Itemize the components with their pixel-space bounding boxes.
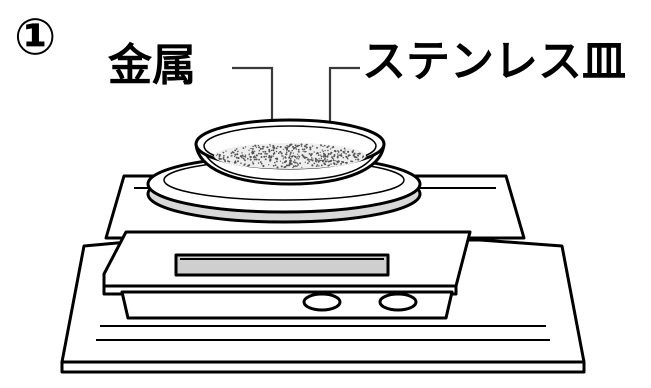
metal-powder	[214, 143, 366, 169]
step-number: ①	[14, 8, 56, 66]
metal-label: 金属	[107, 40, 196, 91]
tare-button[interactable]	[302, 292, 342, 312]
power-button[interactable]	[378, 292, 418, 312]
stainless-dish-label: ステンレス皿	[362, 36, 626, 87]
dish-leader-line	[328, 66, 360, 126]
